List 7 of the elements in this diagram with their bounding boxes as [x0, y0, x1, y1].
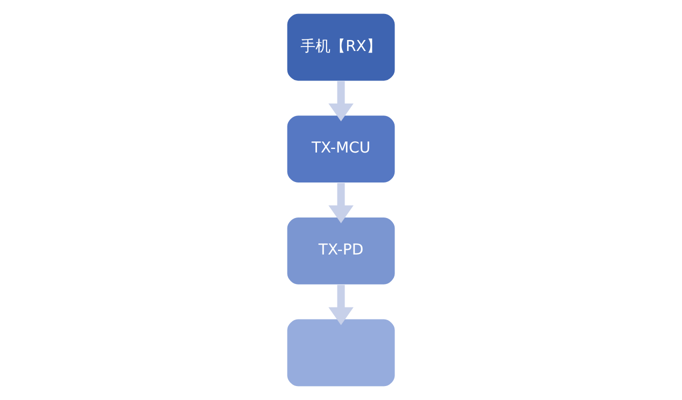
- arrow: [328, 183, 354, 224]
- arrow: [328, 284, 354, 326]
- node-box: TX-PD: [286, 216, 396, 286]
- node-box: [286, 318, 396, 388]
- node-box: TX-MCU: [286, 114, 396, 184]
- arrow: [328, 81, 354, 122]
- node-box: 手机【RX】: [286, 12, 396, 82]
